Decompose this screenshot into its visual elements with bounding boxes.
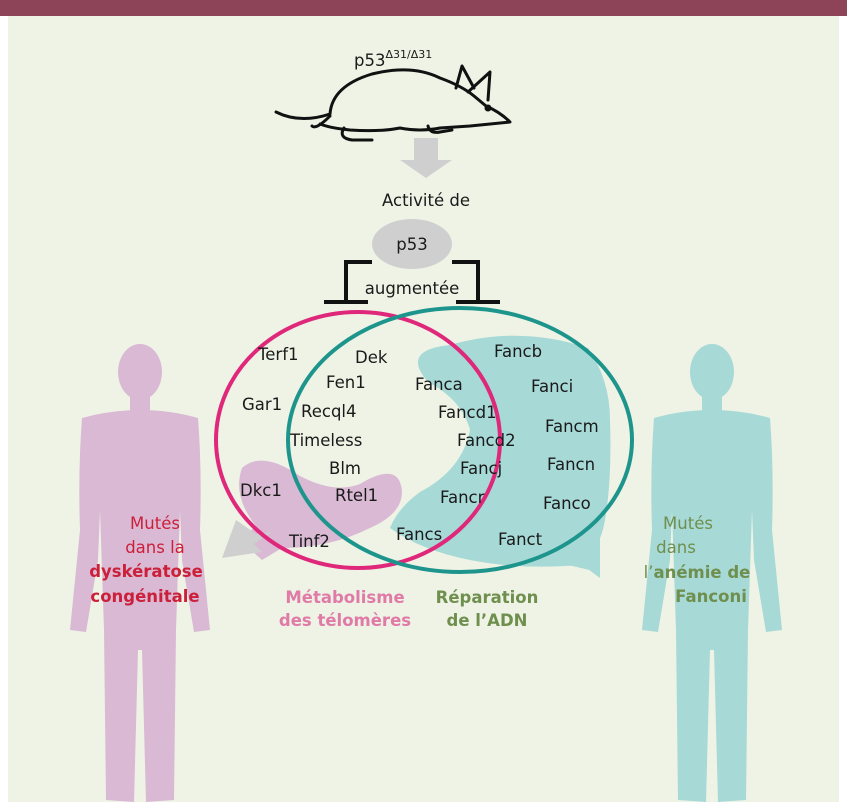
left-arrow: [222, 520, 272, 558]
right-disease-line1: l’anémie de: [644, 563, 751, 582]
gene-dek: Dek: [355, 348, 388, 367]
activity-label: Activité de: [382, 191, 470, 210]
gene-fanco: Fanco: [543, 494, 591, 513]
gene-fancj: Fancj: [460, 459, 502, 478]
gene-fancs: Fancs: [396, 525, 442, 544]
dna-category-label-line1: Réparation: [436, 588, 539, 607]
p53-ellipse: [372, 219, 452, 269]
gene-fanca: Fanca: [415, 375, 463, 394]
telomere-circle: [214, 310, 502, 570]
gene-fanct: Fanct: [498, 530, 543, 549]
gene-fancm: Fancm: [545, 417, 599, 436]
right-disease-line2: Fanconi: [675, 587, 747, 606]
gene-blm: Blm: [329, 459, 361, 478]
left-disease-line1: dyskératose: [89, 562, 203, 581]
gene-tinf2: Tinf2: [288, 532, 330, 551]
dna-circle: [286, 306, 634, 574]
right-inhibition-bracket: [452, 260, 500, 304]
right-dans-label: dans: [656, 538, 696, 557]
telomere-category-label-line1: Métabolisme: [285, 588, 404, 607]
mouse-icon: [274, 64, 512, 142]
down-arrow: [400, 138, 452, 178]
gene-fancd2: Fancd2: [457, 431, 516, 450]
left-dans-la-label: dans la: [125, 538, 185, 557]
gene-fanci: Fanci: [531, 377, 573, 396]
right-prefix: l’: [644, 563, 654, 582]
gene-rtel1: Rtel1: [335, 486, 378, 505]
left-mutes-label: Mutés: [130, 514, 180, 533]
gene-fancn: Fancn: [547, 455, 595, 474]
gene-terf1: Terf1: [257, 345, 299, 364]
telomere-blob: [239, 460, 402, 560]
gene-fancd1: Fancd1: [438, 403, 497, 422]
gene-fen1: Fen1: [326, 373, 366, 392]
gene-gar1: Gar1: [242, 395, 282, 414]
mouse-eye: [484, 104, 492, 112]
top-bar: [0, 0, 847, 16]
right-arrow: [556, 534, 598, 572]
gene-recql4: Recql4: [301, 402, 357, 421]
gene-fancb: Fancb: [494, 342, 542, 361]
augmented-label: augmentée: [365, 279, 460, 298]
gene-fancr: Fancr: [440, 488, 485, 507]
gene-timeless: Timeless: [289, 431, 362, 450]
p53-label: p53: [396, 235, 427, 254]
right-disease-name: anémie de: [653, 563, 750, 582]
telomere-category-label-line2: des télomères: [279, 611, 411, 630]
dna-category-label-line2: de l’ADN: [447, 611, 528, 630]
gene-dkc1: Dkc1: [240, 481, 282, 500]
mouse-genotype-label: p53Δ31/Δ31: [354, 48, 432, 70]
left-disease-line2: congénitale: [90, 587, 199, 606]
left-inhibition-bracket: [324, 260, 372, 304]
right-mutes-label: Mutés: [663, 514, 713, 533]
